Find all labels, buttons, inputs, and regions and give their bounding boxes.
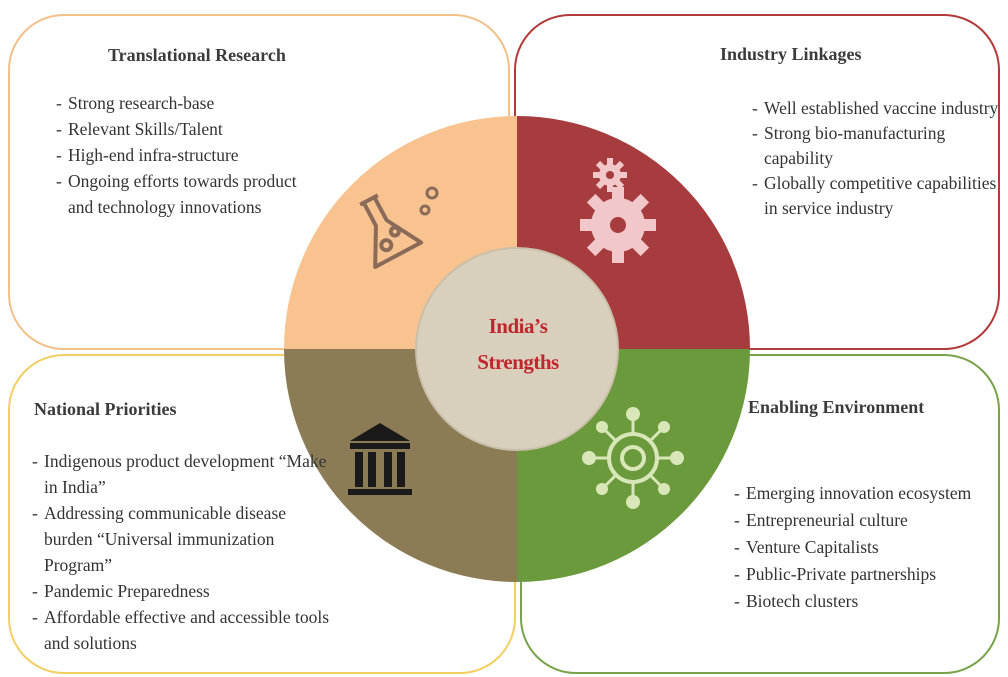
government-building-icon: [348, 423, 412, 495]
lab-flask-icon: [359, 193, 424, 269]
list-item: Venture Capitalists: [734, 534, 1004, 561]
enabling-environment-title: Enabling Environment: [748, 397, 925, 417]
list-item: Strong research-base: [56, 90, 316, 116]
list-item: Public-Private partnerships: [734, 561, 1004, 588]
list-item: Affordable effective and accessible tool…: [32, 604, 332, 656]
enabling-environment-list: Emerging innovation ecosystem Entreprene…: [734, 480, 1004, 615]
center-circle: [415, 247, 619, 451]
list-item: Addressing communicable disease burden “…: [32, 500, 332, 578]
list-item: Relevant Skills/Talent: [56, 116, 316, 142]
industry-linkages-title: Industry Linkages: [720, 44, 862, 64]
list-item: Globally competitive capabilities in ser…: [752, 171, 1002, 221]
list-item: Strong bio-manufacturing capability: [752, 121, 1002, 171]
list-item: High-end infra-structure: [56, 142, 316, 168]
center-label: India’s Strengths: [418, 308, 618, 380]
list-item: Emerging innovation ecosystem: [734, 480, 1004, 507]
translational-research-title: Translational Research: [108, 45, 286, 65]
translational-research-list: Strong research-base Relevant Skills/Tal…: [56, 90, 316, 220]
list-item: Pandemic Preparedness: [32, 578, 332, 604]
gears-icon: [580, 158, 656, 263]
list-item: Entrepreneurial culture: [734, 507, 1004, 534]
center-label-line2: Strengths: [477, 350, 559, 374]
national-priorities-list: Indigenous product development “Make in …: [32, 448, 332, 656]
flask-bubble-1: [419, 204, 431, 216]
list-item: Well established vaccine industry: [752, 96, 1002, 121]
list-item: Indigenous product development “Make in …: [32, 448, 332, 500]
flask-bubble-2: [425, 186, 439, 200]
list-item: Ongoing efforts towards product and tech…: [56, 168, 316, 220]
list-item: Biotech clusters: [734, 588, 1004, 615]
center-label-line1: India’s: [488, 314, 548, 338]
national-priorities-title: National Priorities: [34, 399, 177, 419]
industry-linkages-list: Well established vaccine industry Strong…: [752, 96, 1002, 221]
